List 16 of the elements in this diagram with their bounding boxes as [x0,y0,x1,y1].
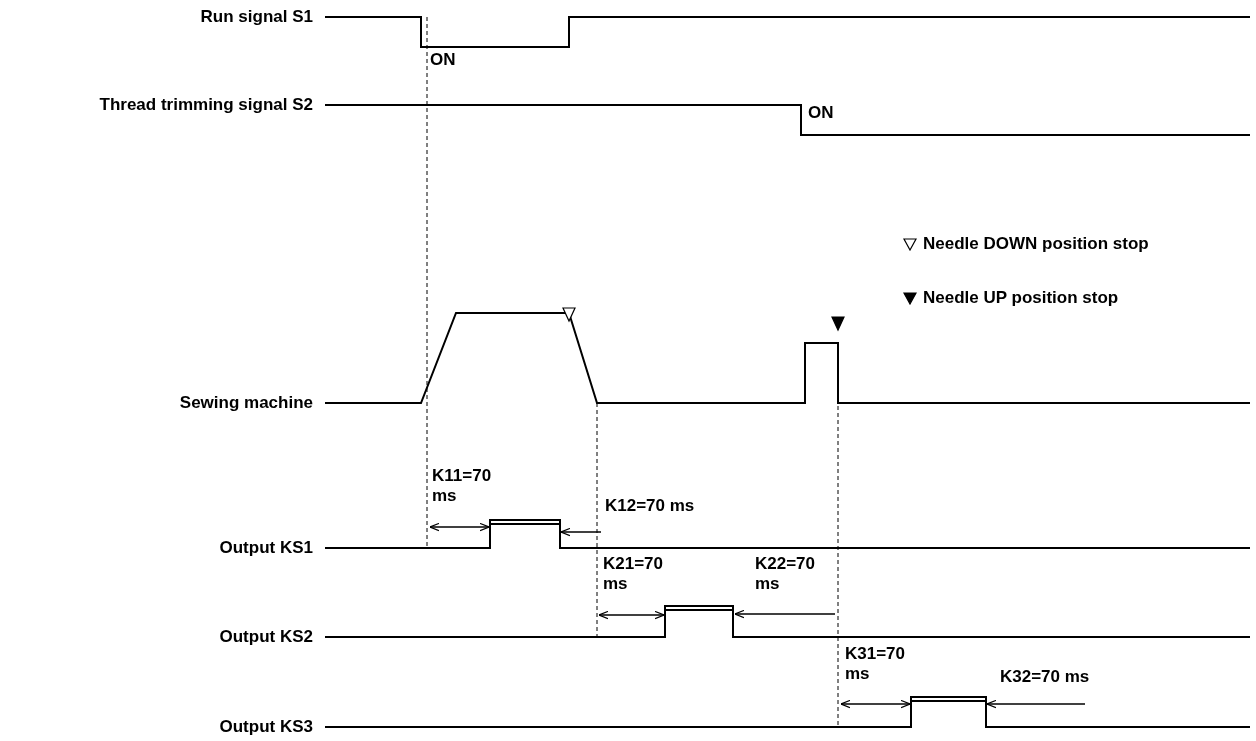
signal-label: Thread trimming signal S2 [99,95,313,115]
signal-label: Output KS1 [219,538,313,558]
timing-label: K21=70 ms [603,554,665,594]
state-label: ON [808,103,834,123]
timing-label: K31=70 ms [845,644,907,684]
timing-label: K12=70 ms [605,496,695,516]
timing-label: K32=70 ms [1000,667,1090,687]
timing-label: K22=70 ms [755,554,817,594]
signal-label: Output KS3 [219,717,313,737]
state-label: ON [430,50,456,70]
timing-label: K11=70 ms [432,466,493,506]
legend-text: Needle UP position stop [923,288,1119,308]
signal-label: Run signal S1 [200,7,313,27]
signal-label: Output KS2 [219,627,313,647]
legend-text: Needle DOWN position stop [923,234,1149,254]
signal-label: Sewing machine [179,393,313,413]
